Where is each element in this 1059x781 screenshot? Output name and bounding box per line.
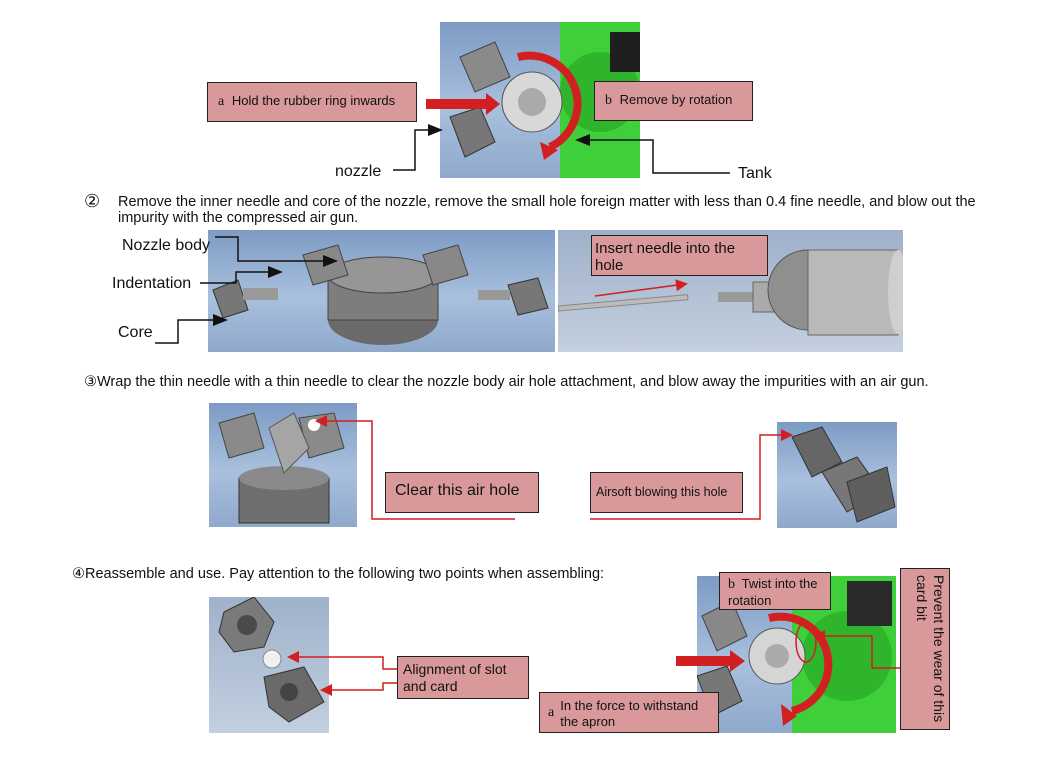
label-nozzle-body: Nozzle body [122,237,211,254]
step-3-text: ③Wrap the thin needle with a thin needle… [84,374,929,390]
photo-reassembly-parts [209,597,329,733]
step-2-marker: ② [84,191,101,211]
step-2-text: Remove the inner needle and core of the … [118,194,976,226]
callout-insert-needle: Insert needle into the hole [591,235,768,276]
callout-text: Remove by rotation [619,92,733,107]
callout-withstand-apron: a In the force to withstand the apron [539,692,719,733]
nozzle-exploded-illustration [212,244,549,345]
label-core: Core [118,324,153,341]
callout-remove-by-rotation: b Remove by rotation [594,81,753,121]
step-4-text: ④Reassemble and use. Pay attention to th… [72,566,605,582]
air-hole-illustration [218,412,345,524]
callout-text: Clear this air hole [395,482,520,499]
callout-letter-a: a [218,94,225,109]
reassembly-parts-illustration [218,597,325,723]
callout-text: In the force to withstand the apron [560,698,699,729]
callout-prevent-wear: Prevent the wear of this card bit [900,568,950,730]
label-indentation: Indentation [112,275,192,292]
callout-text: Insert needle into the hole [595,240,736,274]
nozzle-core-illustration [791,426,896,523]
callout-letter-b: b [605,93,612,108]
photo-nozzle-body-air-hole [209,403,357,527]
label-nozzle: nozzle [335,163,382,180]
callout-text: Airsoft blowing this hole [596,485,728,499]
callout-letter-b: b [728,577,735,592]
callout-text: Prevent the wear of this card bit [914,575,947,723]
photo-nozzle-exploded [208,230,555,352]
callout-clear-air-hole: Clear this air hole [385,472,539,513]
callout-airsoft-blowing: Airsoft blowing this hole [590,472,743,513]
photo-nozzle-core [777,422,897,528]
insert-needle-illustration [558,249,903,336]
callout-text: Alignment of slot and card [403,661,507,694]
callout-alignment-slot-card: Alignment of slot and card [397,656,529,699]
callout-text: Hold the rubber ring inwards [231,93,396,108]
callout-hold-rubber-ring: a Hold the rubber ring inwards [207,82,417,122]
callout-text: Twist into the rotation [728,576,818,608]
label-tank: Tank [738,165,772,182]
callout-twist-rotation: b Twist into the rotation [719,572,831,610]
callout-letter-a: a [548,705,555,720]
